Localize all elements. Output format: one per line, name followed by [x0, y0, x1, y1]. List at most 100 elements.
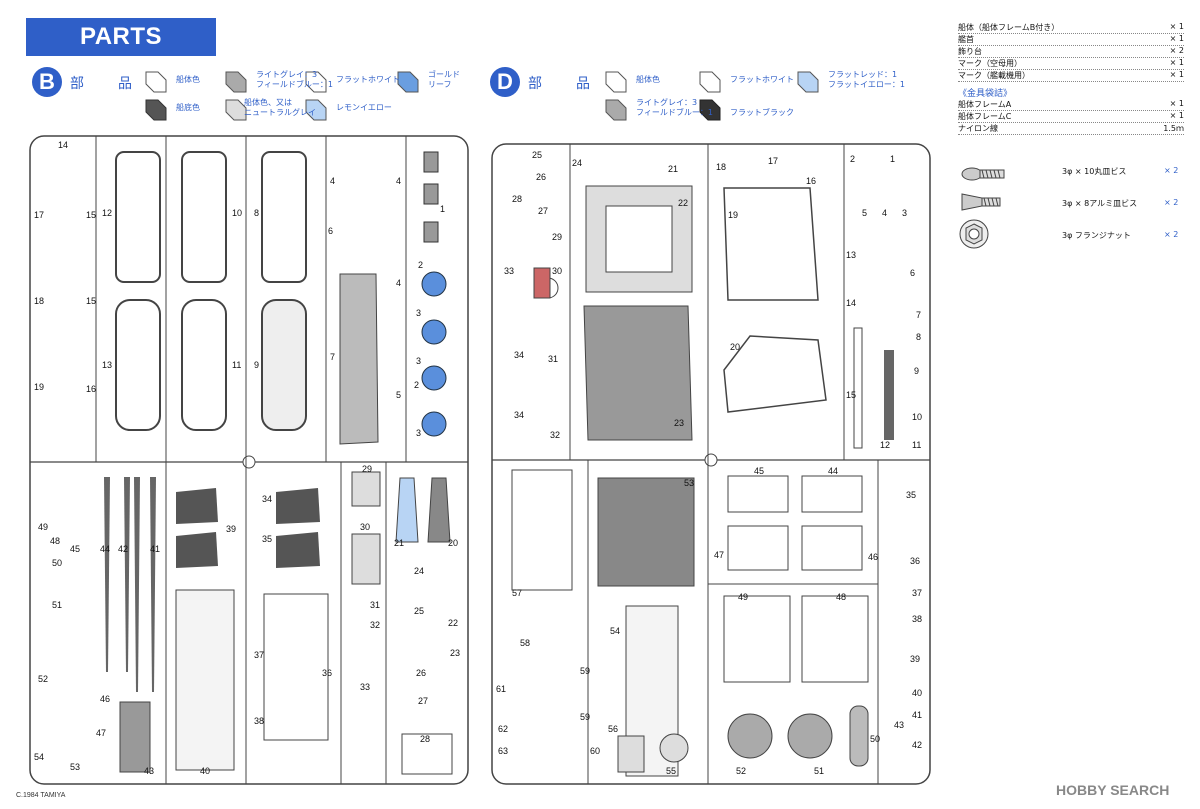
hardware-panel: 3φ × 10丸皿ビス × 2 3φ × 8アルミ皿ビス × 2 3φ フランジ… [958, 150, 1184, 260]
part-number: 60 [590, 746, 601, 756]
part-number: 61 [496, 684, 507, 694]
part-number: 41 [912, 710, 923, 720]
watermark-text: HOBBY SEARCH [1056, 782, 1170, 798]
part-number: 27 [538, 206, 549, 216]
hardware-qty: × 2 [1164, 198, 1179, 207]
part-number: 4 [330, 176, 336, 186]
frame-d-color-legend [605, 71, 819, 121]
part-number: 32 [550, 430, 561, 440]
part-number: 3 [416, 428, 422, 438]
part-number: 8 [254, 208, 260, 218]
part-number: 48 [836, 592, 847, 602]
part-number: 2 [418, 260, 424, 270]
part-number: 26 [416, 668, 427, 678]
part-number: 25 [532, 150, 543, 160]
part-number: 40 [912, 688, 923, 698]
part-number: 5 [396, 390, 402, 400]
part-number: 4 [396, 278, 402, 288]
part-number: 36 [910, 556, 921, 566]
sprue-frame-d [491, 143, 931, 785]
frame-b-badge: B [32, 67, 62, 97]
part-number: 24 [572, 158, 583, 168]
hardware-label: 3φ × 10丸皿ビス [1062, 167, 1127, 176]
part-number: 4 [882, 208, 888, 218]
part-number: 34 [262, 494, 273, 504]
part-number: 39 [226, 524, 237, 534]
color-label: ライトグレイ：3 フィールドブルー：1 [256, 70, 333, 89]
part-number: 53 [684, 478, 695, 488]
part-number: 33 [360, 682, 371, 692]
part-number: 62 [498, 724, 509, 734]
bag-item: 船体フレームA× 1 [958, 99, 1184, 111]
part-number: 15 [86, 296, 97, 306]
part-number: 12 [880, 440, 891, 450]
part-number: 21 [668, 164, 679, 174]
part-number: 58 [520, 638, 531, 648]
part-number: 30 [360, 522, 371, 532]
frame-b-label: 部 品 [70, 76, 142, 92]
color-swatch-neutralgrey [225, 99, 247, 121]
part-number: 55 [666, 766, 677, 776]
sprue-frame-b [29, 135, 469, 785]
part-number: 2 [850, 154, 856, 164]
part-number: 42 [118, 544, 129, 554]
part-number: 22 [678, 198, 689, 208]
frame-d-label: 部 品 [528, 76, 600, 92]
color-label: レモンイエロー [336, 103, 392, 112]
part-number: 23 [674, 418, 685, 428]
part-number: 45 [754, 466, 765, 476]
color-swatch-bottom [145, 99, 167, 121]
part-number: 4 [396, 176, 402, 186]
parts-banner: PARTS [26, 18, 216, 56]
contents-item: 艦首× 1 [958, 34, 1184, 46]
part-number: 54 [610, 626, 621, 636]
part-number: 59 [580, 712, 591, 722]
part-number: 52 [38, 674, 49, 684]
part-number: 13 [102, 360, 113, 370]
copyright-text: C.1984 TAMIYA [16, 792, 66, 799]
hardware-label: 3φ フランジナット [1062, 231, 1131, 240]
part-number: 37 [254, 650, 265, 660]
part-number: 11 [232, 360, 242, 370]
color-swatch-flatwhite [305, 71, 327, 93]
color-label: ゴールド リーフ [428, 70, 460, 89]
part-number: 3 [902, 208, 908, 218]
color-swatch-lemon [305, 99, 327, 121]
color-label: フラットホワイト [730, 75, 794, 84]
part-number: 43 [894, 720, 905, 730]
part-number: 10 [912, 412, 923, 422]
part-number: 9 [914, 366, 920, 376]
hardware-label: 3φ × 8アルミ皿ビス [1062, 199, 1138, 208]
part-number: 44 [100, 544, 111, 554]
part-number: 28 [512, 194, 523, 204]
color-swatch-lightgrey [225, 71, 247, 93]
part-number: 29 [552, 232, 563, 242]
part-number: 5 [862, 208, 868, 218]
part-number: 53 [70, 762, 81, 772]
part-number: 12 [102, 208, 113, 218]
color-label: フラットブラック [730, 108, 794, 117]
part-number: 7 [916, 310, 922, 320]
color-label: フラットホワイト [336, 75, 400, 84]
color-swatch-flatblack [699, 99, 721, 121]
part-number: 34 [514, 410, 525, 420]
part-number: 20 [730, 342, 741, 352]
part-number: 32 [370, 620, 381, 630]
part-number: 54 [34, 752, 45, 762]
part-number: 41 [150, 544, 161, 554]
color-label: 船底色 [176, 103, 200, 112]
part-number: 16 [806, 176, 817, 186]
part-number: 49 [738, 592, 749, 602]
part-number: 34 [514, 350, 525, 360]
hardware-qty: × 2 [1164, 230, 1179, 239]
part-number: 22 [448, 618, 459, 628]
part-number: 46 [100, 694, 111, 704]
screw-round-icon [961, 167, 1005, 181]
part-number: 3 [416, 356, 422, 366]
part-number: 15 [846, 390, 857, 400]
part-number: 6 [910, 268, 916, 278]
color-swatch-gold [397, 71, 419, 93]
part-number: 16 [86, 384, 97, 394]
part-number: 40 [200, 766, 211, 776]
page-title: PARTS [80, 23, 163, 50]
